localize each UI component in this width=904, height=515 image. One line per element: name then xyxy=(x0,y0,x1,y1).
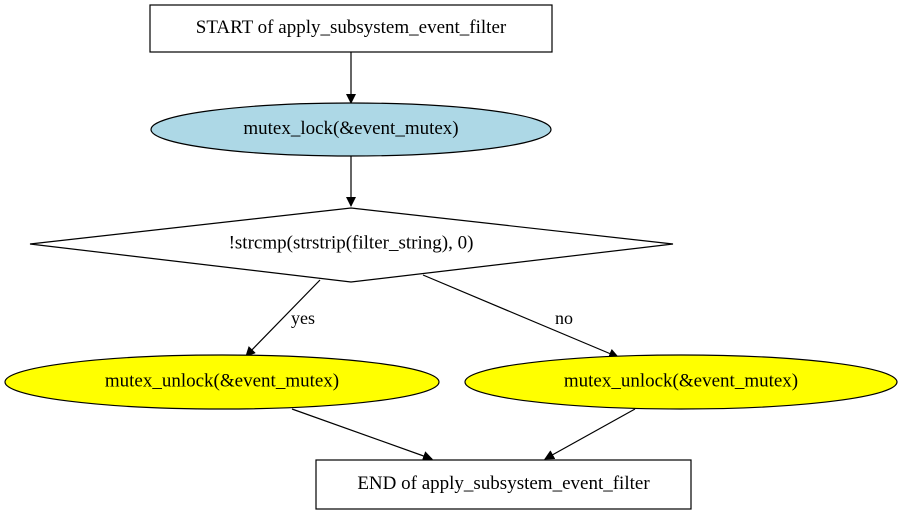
mutex-unlock-no-node: mutex_unlock(&event_mutex) xyxy=(464,354,898,410)
edge-condition-no: no xyxy=(422,274,619,359)
mutex-unlock-yes-node: mutex_unlock(&event_mutex) xyxy=(4,354,440,410)
condition-label: !strcmp(strstrip(filter_string), 0) xyxy=(229,232,474,253)
edge-unlock-no-to-end xyxy=(544,408,636,460)
edge-label-yes: yes xyxy=(291,308,315,328)
mutex-unlock-no-label: mutex_unlock(&event_mutex) xyxy=(564,370,798,391)
edge-label-no: no xyxy=(555,308,573,328)
mutex-lock-node: mutex_lock(&event_mutex) xyxy=(150,102,552,157)
start-node-label: START of apply_subsystem_event_filter xyxy=(196,17,507,38)
condition-node: !strcmp(strstrip(filter_string), 0) xyxy=(29,207,674,283)
edge-unlock-yes-to-end xyxy=(291,408,433,461)
edge-condition-yes: yes xyxy=(245,279,321,357)
end-node-label: END of apply_subsystem_event_filter xyxy=(357,473,650,494)
start-node: START of apply_subsystem_event_filter xyxy=(149,4,553,53)
end-node: END of apply_subsystem_event_filter xyxy=(315,459,692,510)
mutex-unlock-yes-label: mutex_unlock(&event_mutex) xyxy=(105,370,339,391)
mutex-lock-label: mutex_lock(&event_mutex) xyxy=(243,118,458,139)
